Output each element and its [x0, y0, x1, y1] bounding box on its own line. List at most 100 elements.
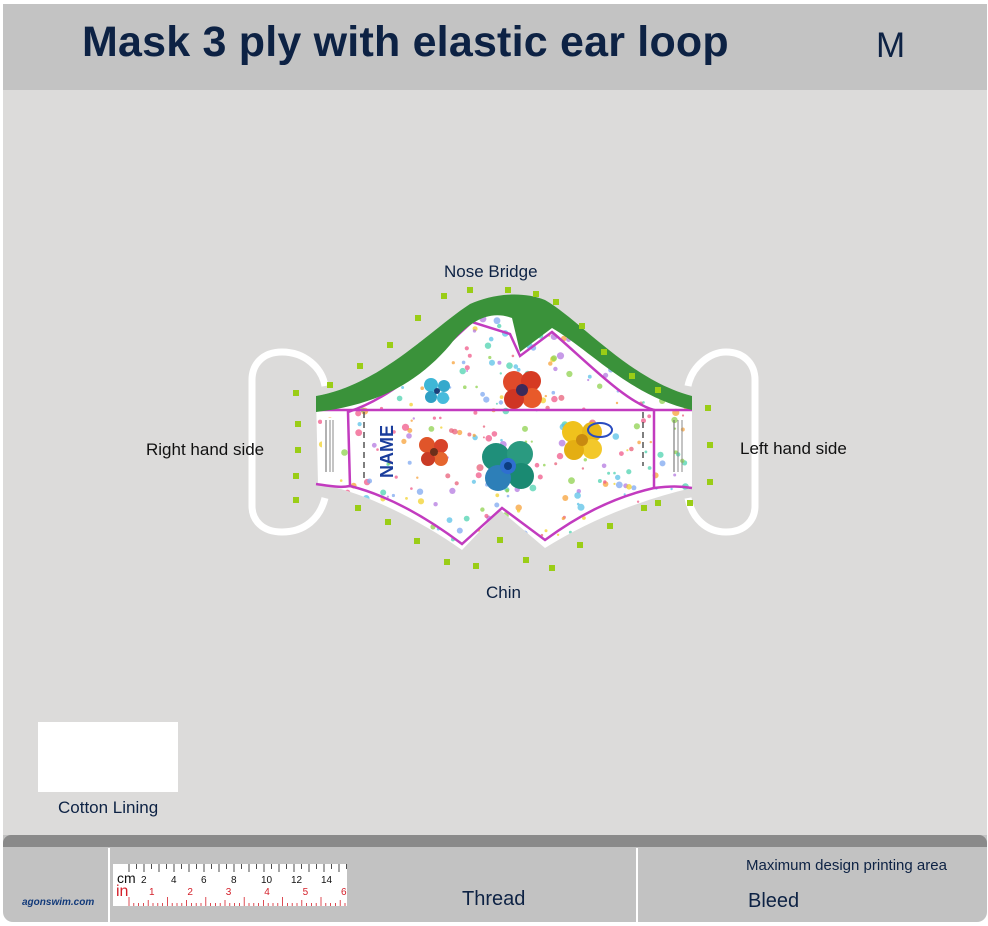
- confetti-dot: [371, 442, 377, 448]
- confetti-dot: [681, 300, 683, 302]
- bleed-dot: [295, 421, 301, 427]
- confetti-dot: [476, 464, 484, 472]
- confetti-dot: [376, 528, 384, 535]
- confetti-dot: [318, 542, 324, 548]
- confetti-dot: [388, 539, 392, 543]
- bleed-dot: [655, 500, 661, 506]
- confetti-dot: [317, 419, 323, 424]
- confetti-dot: [381, 309, 389, 316]
- bleed-dot: [387, 342, 393, 348]
- ruler-cm-number: 10: [261, 875, 273, 886]
- confetti-dot: [386, 530, 393, 537]
- confetti-dot: [543, 463, 546, 467]
- confetti-dot: [391, 531, 397, 537]
- side-tag-left: [673, 420, 683, 472]
- confetti-dot: [472, 329, 477, 333]
- confetti-dot: [407, 460, 412, 465]
- confetti-dot: [449, 487, 456, 494]
- confetti-dot: [660, 309, 666, 316]
- confetti-dot: [626, 469, 632, 475]
- confetti-dot: [347, 370, 354, 377]
- confetti-dot: [489, 359, 495, 366]
- confetti-dot: [433, 311, 440, 318]
- confetti-dot: [352, 537, 359, 544]
- confetti-dot: [576, 502, 580, 506]
- ruler-in-number: 2: [187, 887, 193, 898]
- confetti-dot: [484, 342, 492, 349]
- confetti-dot: [484, 513, 489, 519]
- confetti-dot: [391, 493, 395, 498]
- confetti-dot: [386, 511, 392, 517]
- confetti-dot: [633, 423, 641, 430]
- confetti-dot: [613, 482, 616, 485]
- confetti-dot: [412, 323, 416, 326]
- bleed-dot: [385, 519, 391, 525]
- confetti-dot: [681, 414, 685, 417]
- confetti-dot: [633, 306, 636, 309]
- confetti-dot: [522, 425, 528, 432]
- confetti-dot: [679, 343, 682, 346]
- confetti-dot: [644, 450, 648, 454]
- confetti-dot: [332, 493, 340, 501]
- confetti-dot: [339, 348, 343, 352]
- ruler-cm-number: 14: [321, 875, 333, 886]
- confetti-dot: [558, 439, 566, 447]
- confetti-dot: [454, 481, 459, 486]
- confetti-dot: [562, 495, 569, 501]
- confetti-dot: [583, 319, 586, 322]
- confetti-dot: [350, 315, 357, 322]
- confetti-dot: [361, 353, 364, 357]
- confetti-dot: [521, 530, 528, 537]
- confetti-dot: [622, 524, 626, 528]
- ruler-in-number: 3: [226, 887, 232, 898]
- confetti-dot: [461, 360, 466, 365]
- confetti-dot: [516, 367, 521, 372]
- confetti-dot: [486, 538, 493, 546]
- confetti-dot: [386, 495, 389, 498]
- bleed-dot: [579, 323, 585, 329]
- confetti-dot: [519, 544, 525, 550]
- confetti-dot: [321, 347, 324, 350]
- bleed-dot: [414, 538, 420, 544]
- confetti-dot: [463, 385, 467, 390]
- confetti-dot: [416, 476, 419, 479]
- confetti-dot: [647, 466, 652, 470]
- confetti-dot: [654, 515, 659, 520]
- confetti-dot: [433, 502, 438, 507]
- confetti-dot: [673, 323, 679, 329]
- confetti-dot: [451, 361, 455, 365]
- confetti-dot: [548, 361, 553, 366]
- confetti-dot: [561, 516, 565, 521]
- bleed-dot: [293, 473, 299, 479]
- confetti-dot: [652, 345, 660, 353]
- confetti-dot: [529, 484, 537, 492]
- confetti-dot: [412, 417, 415, 420]
- confetti-dot: [675, 336, 681, 342]
- ruler-in-number: 4: [264, 887, 270, 898]
- nose-bridge-label: Nose Bridge: [444, 262, 538, 281]
- ruler-cm-label: cm: [117, 870, 136, 886]
- confetti-dot: [556, 533, 560, 536]
- confetti-dot: [516, 509, 521, 513]
- confetti-dot: [674, 496, 681, 504]
- confetti-dot: [341, 449, 348, 456]
- name-placeholder: NAME: [377, 425, 397, 478]
- confetti-dot: [376, 340, 384, 348]
- confetti-dot: [568, 530, 572, 534]
- confetti-dot: [556, 452, 564, 460]
- ruler-in-number: 5: [303, 887, 309, 898]
- confetti-dot: [579, 304, 583, 306]
- confetti-dot: [506, 522, 514, 530]
- bleed-dot: [549, 565, 555, 571]
- cotton-lining-label: Cotton Lining: [58, 798, 159, 817]
- confetti-dot: [467, 432, 472, 437]
- confetti-dot: [506, 362, 513, 370]
- bleed-dot: [327, 382, 333, 388]
- bleed-dot: [523, 557, 529, 563]
- confetti-dot: [471, 479, 476, 484]
- confetti-dot: [676, 521, 680, 526]
- confetti-dot: [497, 360, 502, 365]
- confetti-dot: [679, 544, 684, 548]
- bleed-dot: [295, 447, 301, 453]
